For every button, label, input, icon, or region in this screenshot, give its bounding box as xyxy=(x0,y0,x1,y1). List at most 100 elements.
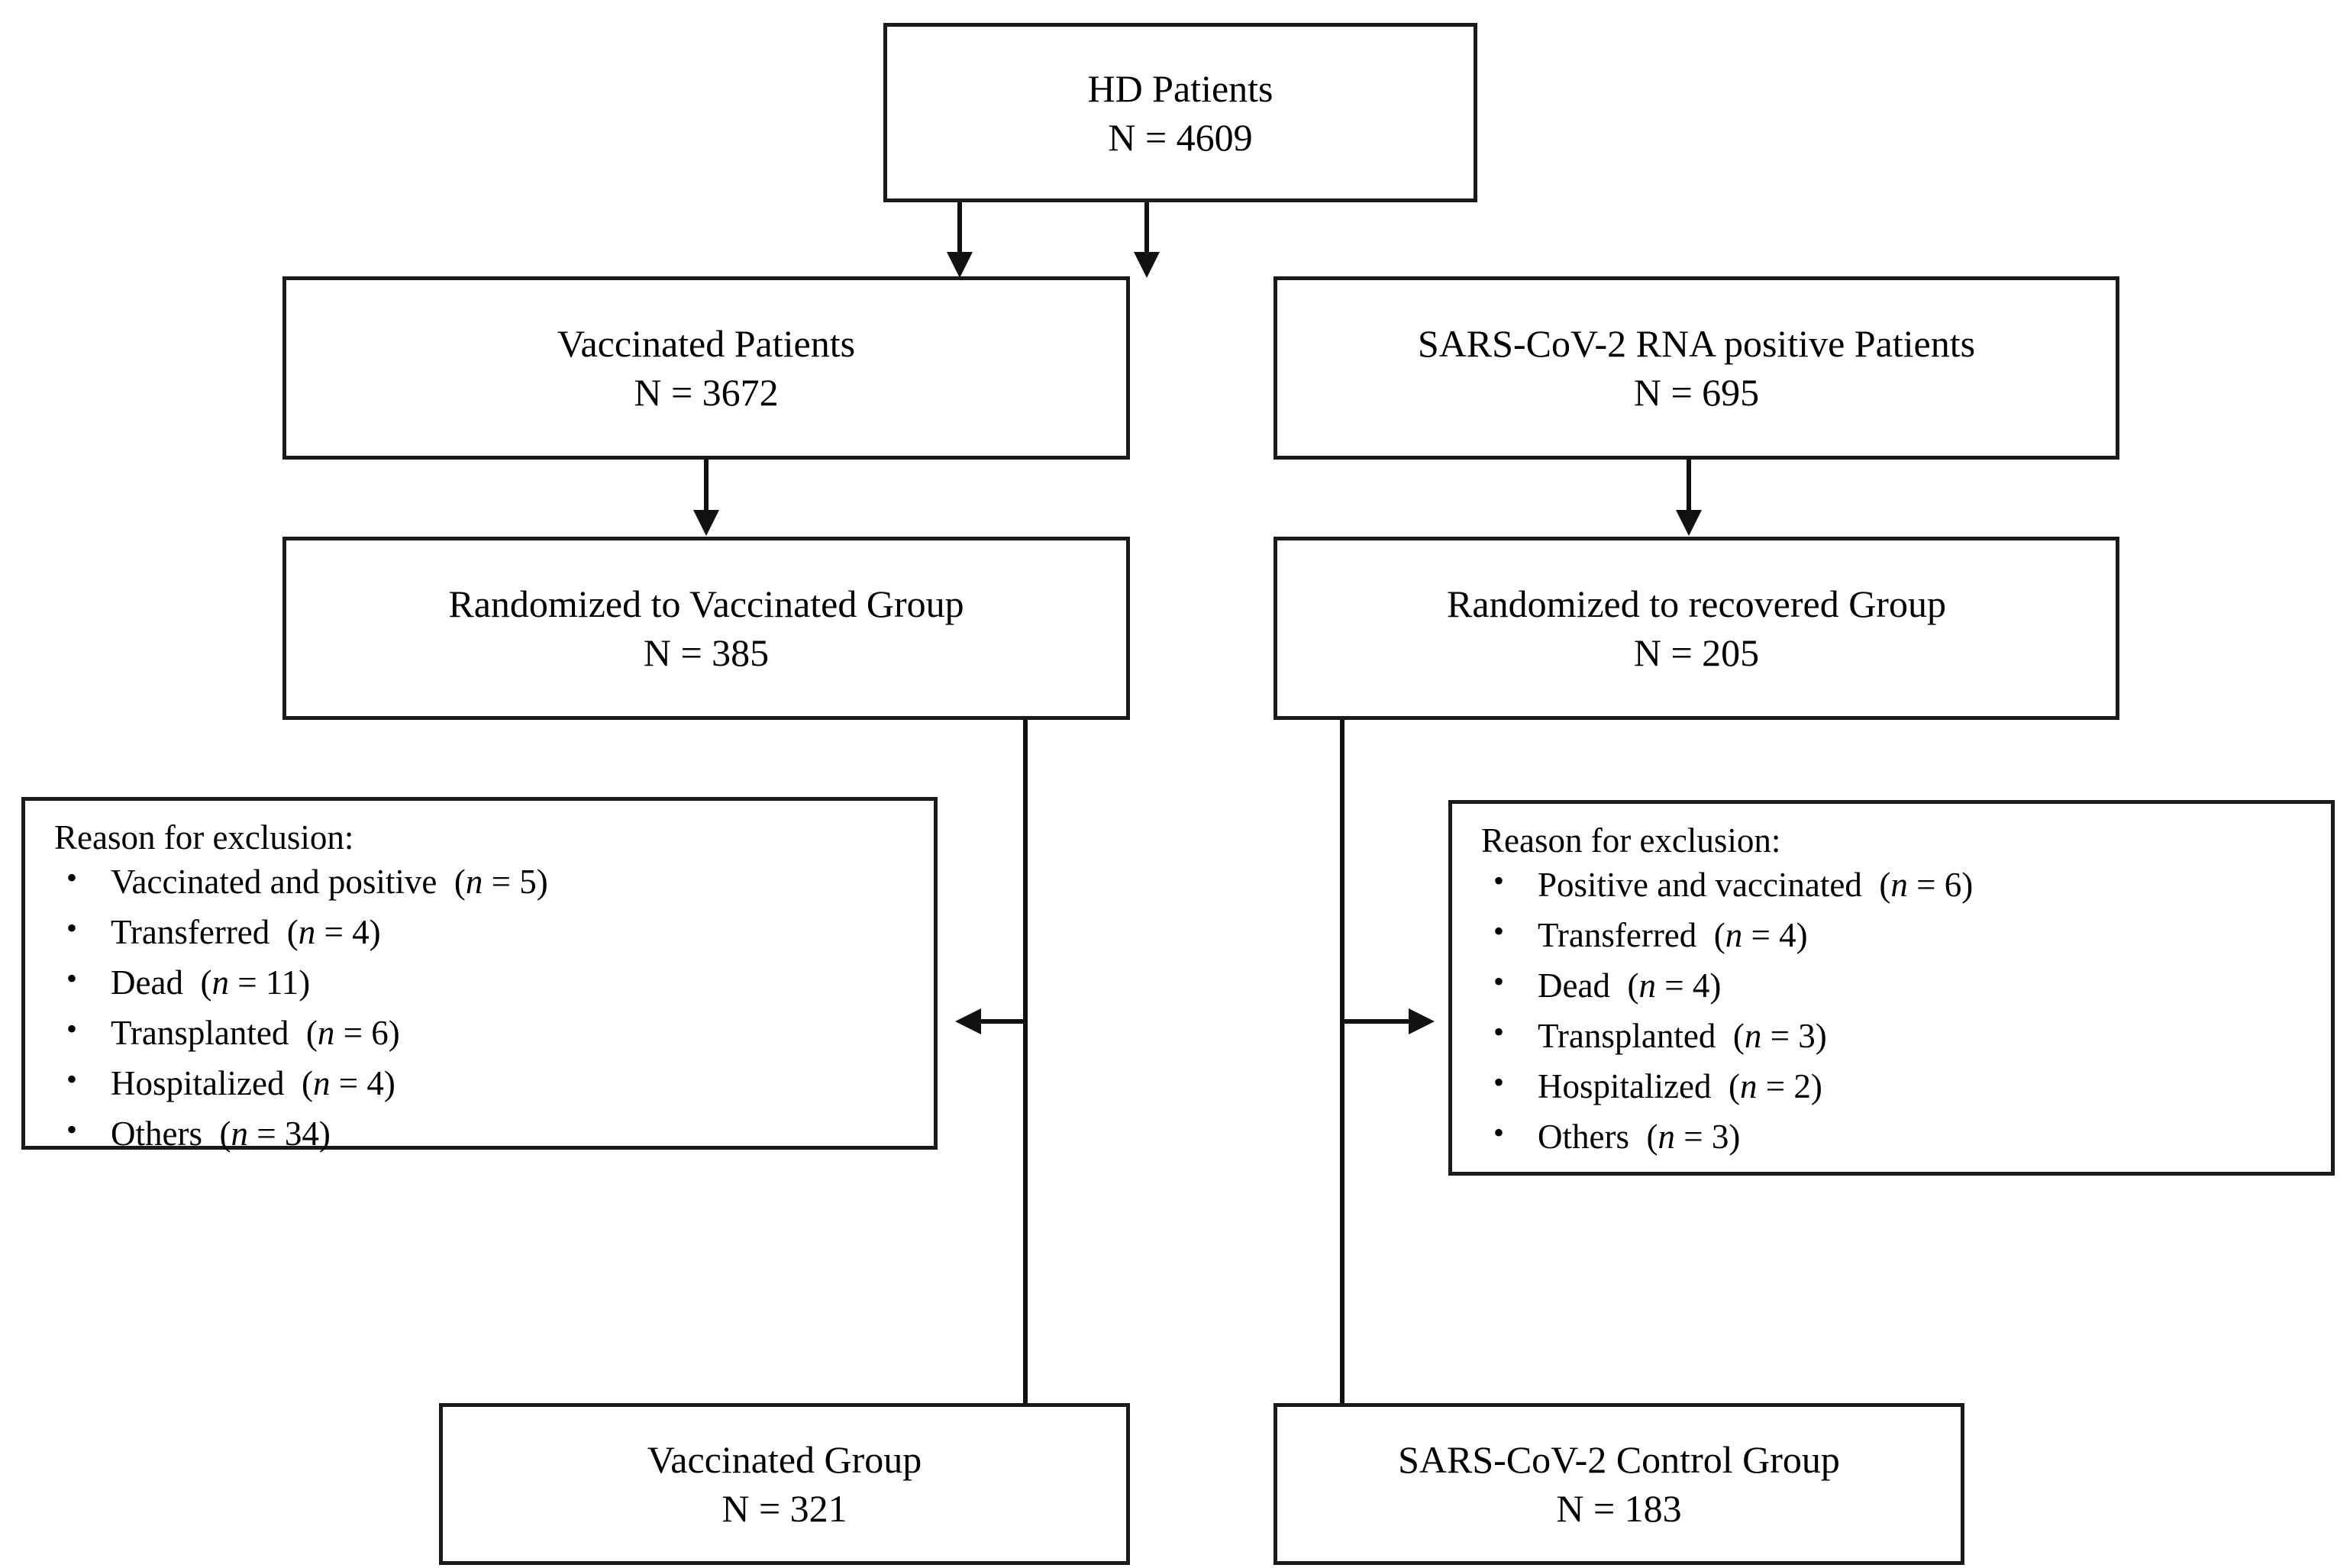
node-hd-patients-label: HD Patients xyxy=(1087,66,1273,110)
node-vaccinated-group-label: Vaccinated Group xyxy=(647,1438,922,1481)
exclusion-paren-close: ) xyxy=(1709,966,1722,1005)
exclusion-reason: Dead xyxy=(111,963,183,1002)
exclusion-paren-close: ) xyxy=(1729,1118,1741,1157)
list-item: Positive and vaccinated (n = 6) xyxy=(1481,860,2316,908)
list-item: Vaccinated and positive (n = 5) xyxy=(54,857,918,905)
exclusion-n-symbol: n xyxy=(1739,1067,1758,1106)
exclusion-equals: = xyxy=(1761,1017,1799,1056)
exclusion-equals: = xyxy=(228,963,266,1002)
exclusion-count: 4 xyxy=(1692,966,1710,1005)
connector-to-exclusions-right xyxy=(1342,1019,1411,1024)
exclusion-reason: Positive and vaccinated xyxy=(1538,866,1862,904)
exclusion-paren-open: ( xyxy=(1724,1017,1745,1056)
exclusion-count: 2 xyxy=(1793,1067,1811,1106)
exclusion-count: 5 xyxy=(519,863,537,901)
exclusion-paren-open: ( xyxy=(1619,966,1639,1005)
exclusion-n-symbol: n xyxy=(1725,916,1743,955)
exclusion-paren-close: ) xyxy=(369,913,381,952)
list-item: Transferred (n = 4) xyxy=(54,907,918,956)
node-vaccinated-patients: Vaccinated Patients N = 3672 xyxy=(282,276,1130,460)
exclusion-paren-open: ( xyxy=(211,1115,231,1153)
exclusion-paren-open: ( xyxy=(1638,1118,1658,1157)
node-vaccinated-group-count: N = 321 xyxy=(721,1487,847,1530)
node-positive-patients-count: N = 695 xyxy=(1633,371,1760,414)
exclusion-equals: = xyxy=(247,1115,285,1153)
exclusion-paren-close: ) xyxy=(383,1064,395,1103)
connector-randomized-vaccinated-to-group xyxy=(1023,720,1028,1407)
exclusion-paren-open: ( xyxy=(297,1014,318,1053)
exclusions-right-list: Positive and vaccinated (n = 6) Transfer… xyxy=(1481,860,2316,1161)
exclusion-count: 3 xyxy=(1711,1118,1729,1157)
exclusion-paren-close: ) xyxy=(318,1115,331,1153)
exclusion-equals: = xyxy=(1742,916,1780,955)
connector-root-to-positive xyxy=(1144,202,1149,259)
exclusion-reason: Hospitalized xyxy=(1538,1067,1712,1106)
exclusion-count: 4 xyxy=(352,913,370,952)
exclusion-count: 11 xyxy=(265,963,299,1002)
node-randomized-vaccinated: Randomized to Vaccinated Group N = 385 xyxy=(282,537,1130,720)
exclusion-equals: = xyxy=(1655,966,1693,1005)
exclusion-reason: Others xyxy=(111,1115,202,1153)
list-item: Hospitalized (n = 2) xyxy=(1481,1061,2316,1110)
exclusion-n-symbol: n xyxy=(211,963,229,1002)
exclusion-paren-open: ( xyxy=(445,863,466,901)
exclusion-paren-open: ( xyxy=(292,1064,313,1103)
exclusions-left-box: Reason for exclusion: Vaccinated and pos… xyxy=(21,797,938,1153)
exclusion-paren-close: ) xyxy=(299,963,311,1002)
exclusion-n-symbol: n xyxy=(317,1014,335,1053)
exclusion-paren-close: ) xyxy=(388,1014,400,1053)
node-control-group-label: SARS-CoV-2 Control Group xyxy=(1398,1438,1840,1481)
node-control-group: SARS-CoV-2 Control Group N = 183 xyxy=(1273,1403,1964,1565)
exclusion-n-symbol: n xyxy=(231,1115,248,1153)
exclusion-paren-open: ( xyxy=(1871,866,1891,904)
exclusion-reason: Transferred xyxy=(111,913,270,952)
exclusion-count: 6 xyxy=(371,1014,389,1053)
arrowhead-to-exclusions-left xyxy=(955,1008,981,1034)
node-hd-patients: HD Patients N = 4609 xyxy=(883,23,1477,202)
exclusions-left-list: Vaccinated and positive (n = 5) Transfer… xyxy=(54,857,918,1158)
node-hd-patients-count: N = 4609 xyxy=(1108,115,1253,159)
node-randomized-vaccinated-label: Randomized to Vaccinated Group xyxy=(448,582,964,625)
list-item: Others (n = 3) xyxy=(1481,1111,2316,1160)
exclusion-reason: Transplanted xyxy=(1538,1017,1716,1056)
exclusion-paren-close: ) xyxy=(1810,1067,1822,1106)
exclusion-n-symbol: n xyxy=(1658,1118,1675,1157)
connector-to-exclusions-left xyxy=(981,1019,1025,1024)
exclusions-right-box: Reason for exclusion: Positive and vacci… xyxy=(1448,800,2335,1176)
exclusions-right-heading: Reason for exclusion: xyxy=(1481,821,1781,860)
exclusion-n-symbol: n xyxy=(1744,1017,1762,1056)
list-item: Transplanted (n = 6) xyxy=(54,1008,918,1057)
exclusion-reason: Vaccinated and positive xyxy=(111,863,437,901)
arrowhead-root-to-positive xyxy=(1134,252,1160,278)
exclusion-n-symbol: n xyxy=(1890,866,1908,904)
exclusion-reason: Dead xyxy=(1538,966,1610,1005)
node-randomized-recovered: Randomized to recovered Group N = 205 xyxy=(1273,537,2119,720)
exclusion-count: 34 xyxy=(284,1115,319,1153)
exclusion-n-symbol: n xyxy=(298,913,316,952)
exclusion-paren-close: ) xyxy=(1961,866,1974,904)
exclusion-paren-close: ) xyxy=(1815,1017,1827,1056)
connector-randomized-recovered-to-group xyxy=(1340,720,1344,1407)
exclusion-paren-open: ( xyxy=(278,913,299,952)
node-control-group-count: N = 183 xyxy=(1556,1487,1682,1530)
exclusion-paren-close: ) xyxy=(536,863,548,901)
exclusion-equals: = xyxy=(1674,1118,1712,1157)
node-randomized-recovered-count: N = 205 xyxy=(1633,631,1760,674)
arrowhead-root-to-vaccinated xyxy=(947,252,973,278)
exclusion-count: 3 xyxy=(1798,1017,1816,1056)
exclusion-n-symbol: n xyxy=(465,863,483,901)
node-randomized-recovered-label: Randomized to recovered Group xyxy=(1447,582,1946,625)
exclusion-count: 4 xyxy=(1779,916,1796,955)
exclusion-count: 6 xyxy=(1944,866,1962,904)
exclusion-paren-close: ) xyxy=(1796,916,1808,955)
node-vaccinated-patients-label: Vaccinated Patients xyxy=(557,322,856,365)
exclusion-reason: Others xyxy=(1538,1118,1629,1157)
list-item: Others (n = 34) xyxy=(54,1108,918,1157)
node-positive-patients: SARS-CoV-2 RNA positive Patients N = 695 xyxy=(1273,276,2119,460)
exclusion-equals: = xyxy=(1757,1067,1794,1106)
exclusion-n-symbol: n xyxy=(312,1064,331,1103)
exclusion-count: 4 xyxy=(366,1064,384,1103)
exclusion-n-symbol: n xyxy=(1638,966,1656,1005)
arrowhead-to-exclusions-right xyxy=(1409,1008,1435,1034)
